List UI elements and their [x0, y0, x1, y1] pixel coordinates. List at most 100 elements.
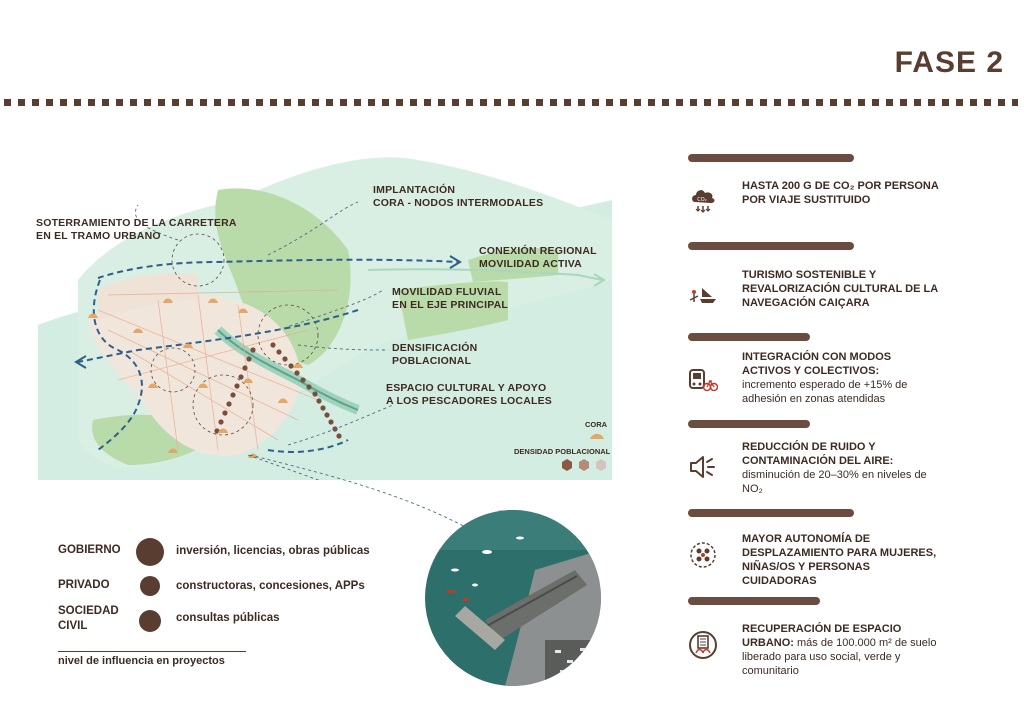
svg-text:CO₂: CO₂: [697, 197, 706, 203]
cora-node: [133, 328, 143, 333]
divider-dot: [18, 99, 25, 106]
divider-dot: [452, 99, 459, 106]
cora-node: [183, 343, 193, 348]
divider-dot: [144, 99, 151, 106]
fluvial-stop-dot: [328, 419, 334, 425]
divider-dot: [592, 99, 599, 106]
legend-density-label: DENSIDAD POBLACIONAL: [514, 447, 611, 456]
cora-node: [88, 313, 98, 318]
divider-dot: [46, 99, 53, 106]
co2-cloud-icon: CO₂: [692, 190, 715, 213]
divider-dot: [970, 99, 977, 106]
divider-dot: [984, 99, 991, 106]
divider-dot: [998, 99, 1005, 106]
divider-dot: [284, 99, 291, 106]
page-title: FASE 2: [894, 46, 1004, 79]
divider-dot: [508, 99, 515, 106]
map-density-circles: [150, 233, 319, 436]
map-mobility-arrow-west: [74, 355, 87, 369]
divider-dot: [1012, 99, 1018, 106]
divider-dot: [732, 99, 739, 106]
influence-dot-privado: [140, 576, 160, 596]
canoe-icon: [689, 288, 716, 303]
divider-dot: [620, 99, 627, 106]
divider-dot: [648, 99, 655, 106]
map-coastal-loop: [92, 279, 349, 453]
impact-text-6: RECUPERACIÓN DE ESPACIO URBANO: más de 1…: [742, 623, 937, 677]
divider-dot: [74, 99, 81, 106]
fluvial-stop-dot: [316, 398, 322, 404]
actor-gobierno-desc: inversión, licencias, obras públicas: [176, 545, 370, 557]
divider-dot: [578, 99, 585, 106]
cora-node: [278, 398, 288, 403]
impact-bar-5: [688, 509, 854, 517]
map-green-east: [398, 281, 508, 340]
impact-text-3: INTEGRACIÓN CON MODOS ACTIVOS Y COLECTIV…: [742, 351, 908, 405]
fluvial-stop-dot: [300, 377, 306, 383]
divider-dot: [886, 99, 893, 106]
cora-node: [148, 383, 158, 388]
map-regional-connection-line: [367, 268, 603, 281]
cora-node: [208, 298, 218, 303]
divider-dot: [88, 99, 95, 106]
divider-dot: [312, 99, 319, 106]
divider-dot: [522, 99, 529, 106]
divider-dot: [928, 99, 935, 106]
actor-gobierno-label: GOBIERNO: [58, 544, 121, 556]
divider-dot: [326, 99, 333, 106]
divider-dot: [340, 99, 347, 106]
cora-node: [293, 363, 303, 368]
photo-connector: [250, 455, 481, 536]
divider-dot: [60, 99, 67, 106]
community-icon: [690, 542, 716, 568]
map-river-center: [217, 329, 359, 411]
cora-node: [243, 378, 253, 383]
map-mobility-arrow-east: [449, 255, 462, 269]
legend-cora-icon: [590, 433, 604, 439]
influence-dot-gobierno: [136, 538, 164, 566]
fluvial-stop-dot: [250, 347, 256, 353]
divider-dot: [844, 99, 851, 106]
divider-dot: [956, 99, 963, 106]
divider-dot: [242, 99, 249, 106]
cora-node: [248, 453, 258, 458]
divider-dot: [816, 99, 823, 106]
cora-node: [198, 383, 208, 388]
map-active-mobility-path-west: [77, 309, 359, 363]
urban-space-icon: [689, 631, 717, 659]
divider-dot: [606, 99, 613, 106]
fluvial-stop-dot: [320, 405, 326, 411]
fluvial-stop-dot: [230, 392, 236, 398]
divider-dot: [410, 99, 417, 106]
impact-text-5: MAYOR AUTONOMÍA DE DESPLAZAMIENTO PARA M…: [742, 533, 937, 587]
influence-divider: [58, 651, 246, 652]
impact-bar-6: [688, 597, 820, 605]
divider-dot: [396, 99, 403, 106]
fluvial-stop-dot: [276, 349, 282, 355]
divider-dot: [116, 99, 123, 106]
divider-dot: [32, 99, 39, 106]
divider-dot: [214, 99, 221, 106]
legend-cora-label: CORA: [585, 420, 608, 429]
map-green-ne: [468, 248, 558, 282]
impact-text-1: HASTA 200 G DE CO₂ POR PERSONA POR VIAJE…: [742, 180, 939, 206]
legend-density-swatches: [562, 459, 606, 471]
divider-dot: [438, 99, 445, 106]
divider-dot: [690, 99, 697, 106]
divider-dot: [550, 99, 557, 106]
urban-plan-map: [38, 157, 612, 480]
divider-dot: [130, 99, 137, 106]
map-cora-nodes: [88, 298, 303, 458]
divider-dot: [746, 99, 753, 106]
divider-dot: [802, 99, 809, 106]
fluvial-stop-dot: [324, 412, 330, 418]
cora-node: [218, 428, 228, 433]
divider-dot: [788, 99, 795, 106]
map-urban-area-west: [98, 273, 198, 320]
cora-node: [238, 308, 248, 313]
divider-dot: [172, 99, 179, 106]
